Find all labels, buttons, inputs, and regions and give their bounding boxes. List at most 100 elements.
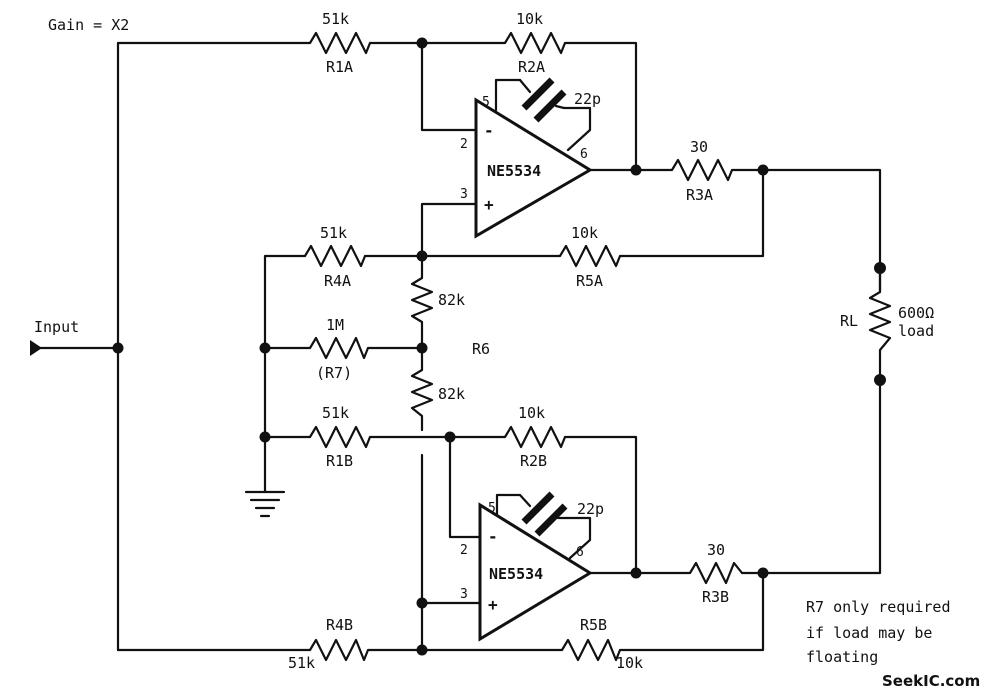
rl-name: RL xyxy=(840,312,858,330)
opamp-b-body xyxy=(478,502,593,642)
wire-cap-a xyxy=(494,78,522,112)
wire-out-a-fb xyxy=(618,168,765,258)
junction-dot xyxy=(444,431,456,443)
cap-a-lead-left xyxy=(518,78,532,94)
resistor-r1b xyxy=(309,425,372,449)
opamp-a-pin-5: 5 xyxy=(482,95,490,110)
resistor-r3a xyxy=(671,158,734,182)
wires xyxy=(38,41,882,652)
r5b-name: R5B xyxy=(580,616,607,634)
wire-out-b-fb xyxy=(618,571,765,652)
wire-ground-bus xyxy=(263,254,307,494)
r4a-value: 51k xyxy=(320,224,347,242)
cap-a-value: 22p xyxy=(574,90,601,108)
r3b-value: 30 xyxy=(707,541,725,559)
resistor-r7 xyxy=(309,336,370,360)
wire-cap-a-right xyxy=(562,106,592,152)
wire-cap-b-right xyxy=(564,516,592,560)
resistor-r3b xyxy=(689,561,743,585)
wire-r3a-rl xyxy=(730,168,882,292)
opamp-a-pin-6: 6 xyxy=(580,147,588,162)
r5a-name: R5A xyxy=(576,272,603,290)
r4a-name: R4A xyxy=(324,272,351,290)
opamp-b-pin-2: 2 xyxy=(460,543,468,558)
opamp-a-name: NE5534 xyxy=(487,162,541,180)
resistor-r1a xyxy=(309,31,372,55)
resistor-rl xyxy=(868,291,892,351)
resistor-r4a xyxy=(304,244,367,268)
r5a-value: 10k xyxy=(571,224,598,242)
note-line-3: floating xyxy=(806,648,878,666)
resistor-r2b xyxy=(504,425,567,449)
resistor-r6-lower xyxy=(410,369,434,417)
r5b-value: 10k xyxy=(616,654,643,672)
capacitor-a-plate-2 xyxy=(533,89,567,123)
r2b-value: 10k xyxy=(518,404,545,422)
r2a-value: 10k xyxy=(516,10,543,28)
opamp-b-plus: + xyxy=(488,595,498,614)
r6-lower-value: 82k xyxy=(438,385,465,403)
r4b-name: R4B xyxy=(326,616,353,634)
note-line-1: R7 only required xyxy=(806,598,951,616)
junction-dot xyxy=(757,164,769,176)
r6-upper-value: 82k xyxy=(438,291,465,309)
r4b-value: 51k xyxy=(288,654,315,672)
input-label: Input xyxy=(34,318,79,336)
junction-dot xyxy=(259,342,271,354)
gain-label: Gain = X2 xyxy=(48,16,129,34)
wire-noninv-a xyxy=(420,202,478,258)
wire-node-a-inv xyxy=(420,41,478,132)
r1a-value: 51k xyxy=(322,10,349,28)
capacitor-b-plate-2 xyxy=(534,503,568,537)
wire-r2a-out xyxy=(563,41,638,172)
resistor-r5b xyxy=(561,638,622,662)
r2b-name: R2B xyxy=(520,452,547,470)
cap-b-lead-left xyxy=(518,493,532,508)
wire-r2b-out xyxy=(563,435,638,575)
terminal-dot xyxy=(874,374,886,386)
capacitors xyxy=(518,77,568,537)
junction-dot xyxy=(416,37,428,49)
cap-a-lead-right xyxy=(554,104,566,110)
opamp-b-pin-3: 3 xyxy=(460,587,468,602)
junction-dot xyxy=(416,342,428,354)
resistor-r6-upper xyxy=(410,277,434,323)
resistors xyxy=(304,31,892,662)
junction-dot xyxy=(416,250,428,262)
junction-dot xyxy=(416,597,428,609)
r1b-value: 51k xyxy=(322,404,349,422)
r3a-value: 30 xyxy=(690,138,708,156)
resistor-r2a xyxy=(504,31,567,55)
junction-dot xyxy=(757,567,769,579)
opamp-b-pin-5: 5 xyxy=(488,501,496,516)
opamp-a-plus: + xyxy=(484,195,494,214)
watermark: SeekIC.com xyxy=(882,672,980,690)
junction-dot xyxy=(112,342,124,354)
input-arrow-icon xyxy=(30,340,42,356)
r6-name: R6 xyxy=(472,340,490,358)
wire-r3b-rl xyxy=(740,378,882,575)
junction-dot xyxy=(259,431,271,443)
junction-dot xyxy=(416,644,428,656)
resistor-r4b xyxy=(309,638,370,662)
note-line-2: if load may be xyxy=(806,624,932,642)
r7-value: 1M xyxy=(326,316,344,334)
r3b-name: R3B xyxy=(702,588,729,606)
opamp-b-pin-6: 6 xyxy=(576,545,584,560)
terminal-dot xyxy=(874,262,886,274)
opamp-a-minus: - xyxy=(484,121,494,140)
opamp-a-pin-2: 2 xyxy=(460,137,468,152)
r7-name: (R7) xyxy=(316,364,352,382)
r3a-name: R3A xyxy=(686,186,713,204)
capacitor-b-plate-1 xyxy=(521,491,555,525)
junction-dot xyxy=(630,567,642,579)
junction-dot xyxy=(630,164,642,176)
capacitor-a-plate-1 xyxy=(521,77,555,111)
opamp-a-body xyxy=(474,97,593,239)
ground-symbol xyxy=(244,490,286,518)
rl-value: 600Ω xyxy=(898,304,934,322)
cap-b-value: 22p xyxy=(577,500,604,518)
r1a-name: R1A xyxy=(326,58,353,76)
junction-dots xyxy=(112,37,886,656)
rl-load: load xyxy=(898,322,934,340)
